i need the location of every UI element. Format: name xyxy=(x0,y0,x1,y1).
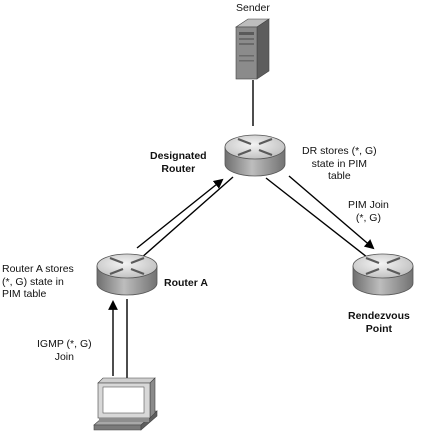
router-icon xyxy=(224,134,286,177)
rendezvous-point-label: Rendezvous Point xyxy=(348,310,410,335)
pim-join-annotation: PIM Join (*, G) xyxy=(348,199,389,224)
router-icon xyxy=(96,253,158,296)
router-a-stores-annotation: Router A stores (*, G) state in PIM tabl… xyxy=(2,263,74,300)
desktop-computer-icon xyxy=(93,377,158,431)
arrow-routera-to-dr xyxy=(136,178,224,249)
router-a-label: Router A xyxy=(164,277,208,289)
arrow-dr-to-rp xyxy=(288,175,375,250)
link-dr-rp xyxy=(265,177,373,262)
server-icon xyxy=(235,18,270,80)
designated-router-label: Designated Router xyxy=(150,150,207,175)
link-dr-routera xyxy=(131,176,234,267)
igmp-join-annotation: IGMP (*, G) Join xyxy=(37,338,92,363)
dr-stores-annotation: DR stores (*, G) state in PIM table xyxy=(302,145,377,182)
router-icon xyxy=(352,253,414,296)
sender-label: Sender xyxy=(236,2,270,14)
